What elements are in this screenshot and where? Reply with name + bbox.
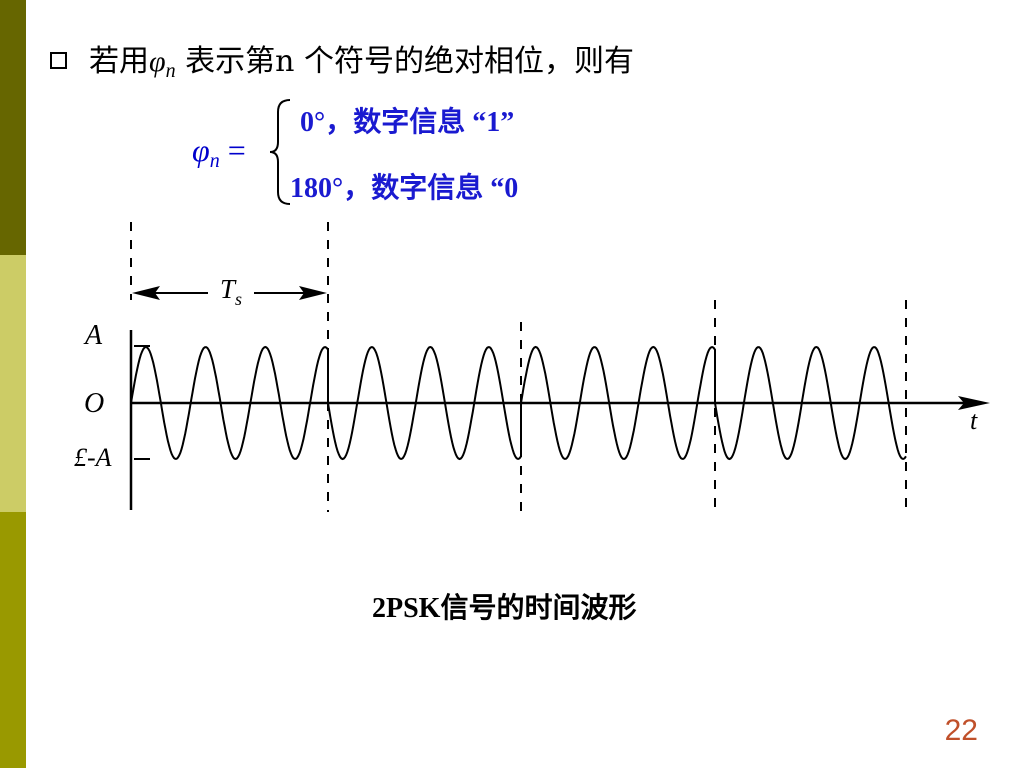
formula-subscript: n [209, 150, 220, 172]
phi-symbol: φ [149, 45, 166, 78]
origin-label: O [84, 388, 105, 419]
sidebar-segment-top [0, 0, 26, 255]
formula-equals: = [219, 132, 246, 168]
positive-amplitude-label: A [85, 320, 103, 351]
formula-brace [269, 99, 291, 205]
sidebar-segment-bottom [0, 512, 26, 768]
formula-phi: φ [192, 132, 210, 168]
bullet-text: 若用 [89, 44, 149, 79]
phi-subscript: n [165, 60, 176, 82]
period-label-subscript: s [235, 289, 243, 309]
negative-amplitude-label: £-A [74, 443, 112, 472]
time-axis-label: t [970, 406, 978, 435]
formula-lhs: φn = [192, 132, 246, 173]
period-arrow-left-icon [132, 286, 160, 300]
period-arrow-right-icon [299, 286, 327, 300]
formula-case-2: 180°，数字信息 “0 [290, 173, 519, 204]
sidebar-segment-middle [0, 255, 26, 512]
figure-caption: 2PSK信号的时间波形 [372, 593, 637, 624]
time-axis-arrow-icon [958, 396, 990, 410]
period-label: Ts [220, 274, 242, 310]
sidebar-decoration [0, 0, 26, 768]
period-label-main: T [220, 274, 236, 304]
formula-case-1: 0°，数字信息 “1” [300, 107, 515, 138]
psk-waveform [130, 345, 907, 461]
bullet-box-icon [50, 52, 67, 69]
bullet-rest: 表示第n 个符号的绝对相位，则有 [175, 44, 635, 79]
page-number: 22 [944, 714, 978, 747]
bullet-line: 若用φn 表示第n 个符号的绝对相位，则有 [50, 36, 634, 83]
